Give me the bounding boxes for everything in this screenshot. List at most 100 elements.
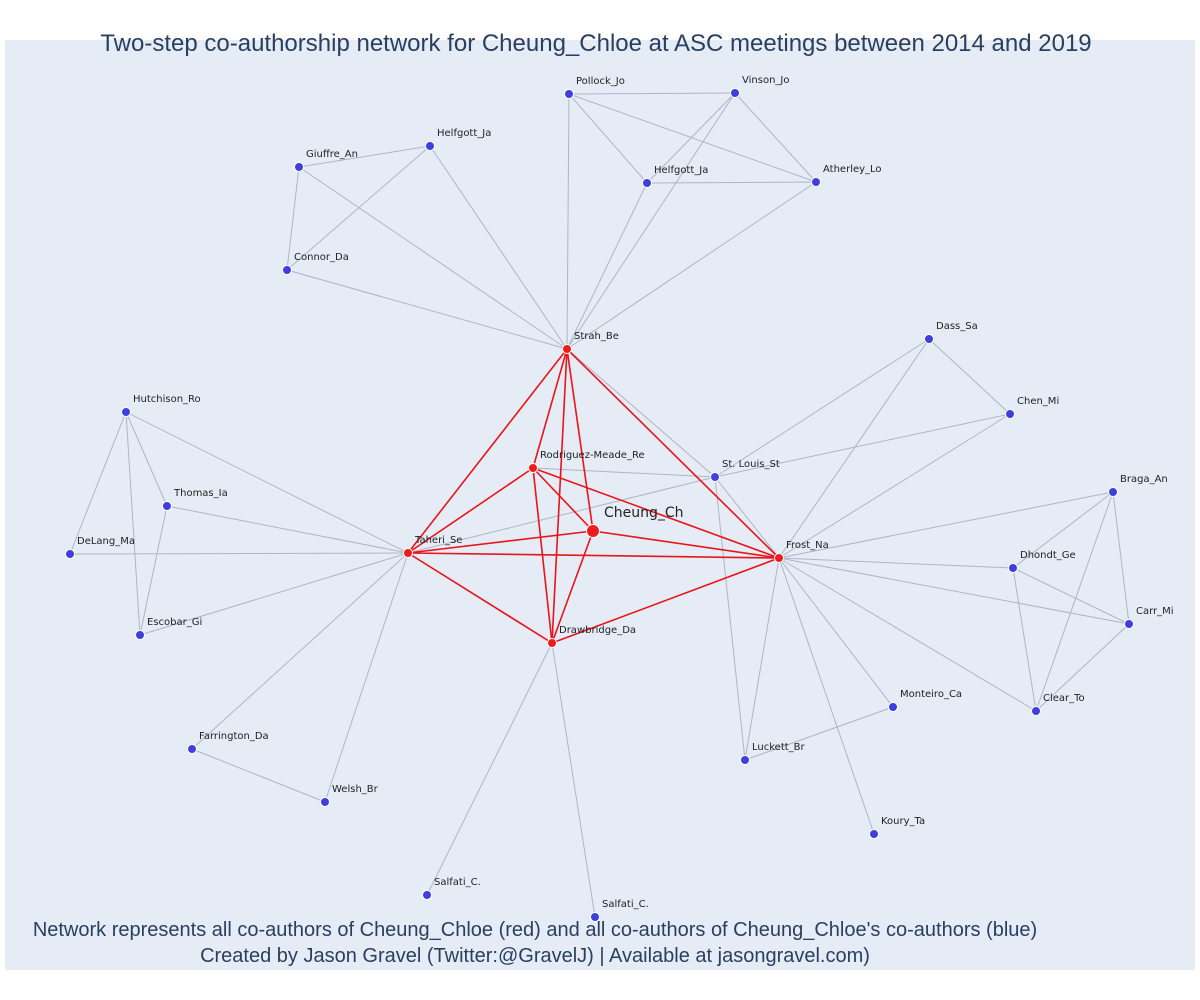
edge-strah-drawbridge (551, 348, 568, 644)
node-label-chen: Chen_Mi (1017, 396, 1059, 407)
node-salfati1[interactable] (422, 890, 432, 900)
node-label-frost: Frost_Na (786, 540, 829, 551)
node-label-helfgott2: Helfgott_Ja (654, 165, 708, 176)
edge-thomas-escobar (139, 505, 168, 636)
node-farrington[interactable] (187, 744, 197, 754)
node-hutchison[interactable] (121, 407, 131, 417)
edge-strah-pollock (566, 93, 570, 350)
node-label-delang: DeLang_Ma (77, 536, 135, 547)
node-label-salfati2: Salfati_C. (602, 899, 649, 910)
edge-rodriguez-frost (532, 467, 780, 559)
node-helfgott1[interactable] (425, 141, 435, 151)
node-label-connor: Connor_Da (294, 252, 349, 263)
node-stlouis[interactable] (710, 472, 720, 482)
node-dhondt[interactable] (1008, 563, 1018, 573)
node-atherley[interactable] (811, 177, 821, 187)
edge-cheung-frost (592, 530, 780, 559)
node-braga[interactable] (1108, 487, 1118, 497)
edge-pollock-helfgott2 (568, 93, 648, 184)
edge-stlouis-frost (714, 476, 780, 559)
footer-credit: Created by Jason Gravel (Twitter:@Gravel… (200, 945, 870, 967)
node-label-welsh: Welsh_Br (332, 784, 379, 795)
edge-hutchison-escobar (125, 411, 141, 636)
node-dass[interactable] (924, 334, 934, 344)
edge-stlouis-chen (714, 413, 1011, 478)
node-label-monteiro: Monteiro_Ca (900, 689, 962, 700)
node-helfgott2[interactable] (642, 178, 652, 188)
edge-frost-dhondt (778, 557, 1014, 569)
edge-stlouis-dass (714, 338, 930, 478)
edge-hutchison-delang (69, 411, 127, 555)
edge-strah-rodriguez (532, 348, 568, 469)
node-label-thomas: Thomas_Ia (173, 488, 228, 499)
edge-strah-stlouis (566, 348, 716, 478)
edge-cheung-rodriguez (532, 467, 594, 532)
node-label-luckett: Luckett_Br (752, 742, 806, 753)
node-label-helfgott1: Helfgott_Ja (437, 128, 491, 139)
node-label-drawbridge: Drawbridge_Da (559, 625, 636, 636)
node-frost[interactable] (774, 553, 784, 563)
edge-frost-koury (778, 557, 875, 835)
node-label-cheung: Cheung_Ch (604, 505, 684, 521)
node-luckett[interactable] (740, 755, 750, 765)
network-nodes (65, 88, 1134, 922)
edge-rodriguez-stlouis (532, 467, 716, 478)
chart-footer: Network represents all co-authors of Che… (0, 917, 1070, 969)
node-drawbridge[interactable] (547, 638, 557, 648)
node-connor[interactable] (282, 265, 292, 275)
node-label-vinson: Vinson_Jo (742, 75, 789, 86)
edge-strah-atherley (566, 181, 817, 350)
node-taheri[interactable] (403, 548, 413, 558)
edge-braga-dhondt (1012, 491, 1114, 569)
node-pollock[interactable] (564, 89, 574, 99)
edge-drawbridge-salfati1 (426, 642, 553, 896)
node-label-giuffre: Giuffre_An (306, 149, 358, 160)
edge-monteiro-luckett (744, 706, 894, 761)
edge-cheung-taheri (407, 530, 594, 554)
edge-vinson-helfgott2 (646, 92, 736, 184)
edge-taheri-welsh (324, 552, 409, 803)
node-cheung[interactable] (586, 524, 600, 538)
node-monteiro[interactable] (888, 702, 898, 712)
edge-taheri-farrington (191, 552, 409, 750)
node-welsh[interactable] (320, 797, 330, 807)
edge-dhondt-carr (1012, 567, 1130, 625)
edge-pollock-vinson (568, 92, 736, 95)
edge-taheri-hutchison (125, 411, 409, 554)
node-clear[interactable] (1031, 706, 1041, 716)
node-delang[interactable] (65, 549, 75, 559)
first-order-edges (407, 348, 780, 644)
second-order-edges (69, 92, 1130, 918)
node-label-clear: Clear_To (1043, 693, 1085, 704)
node-escobar[interactable] (135, 630, 145, 640)
edge-strah-vinson (566, 92, 736, 350)
edge-cheung-strah (566, 348, 594, 532)
node-rodriguez[interactable] (528, 463, 538, 473)
node-chen[interactable] (1005, 409, 1015, 419)
edge-helfgott1-connor (286, 145, 431, 271)
node-label-koury: Koury_Ta (881, 816, 925, 827)
edge-hutchison-thomas (125, 411, 168, 507)
node-strah[interactable] (562, 344, 572, 354)
node-label-dass: Dass_Sa (936, 321, 978, 332)
edge-frost-luckett (744, 557, 780, 761)
edge-strah-frost (566, 348, 780, 559)
node-carr[interactable] (1124, 619, 1134, 629)
node-koury[interactable] (869, 829, 879, 839)
edge-taheri-frost (407, 552, 780, 559)
edge-taheri-thomas (166, 505, 409, 554)
node-thomas[interactable] (162, 501, 172, 511)
node-label-hutchison: Hutchison_Ro (133, 394, 201, 405)
node-salfati2[interactable] (590, 912, 600, 922)
edge-vinson-atherley (734, 92, 817, 183)
edge-drawbridge-salfati2 (551, 642, 596, 918)
node-vinson[interactable] (730, 88, 740, 98)
edge-cheung-drawbridge (551, 530, 594, 644)
edge-braga-clear (1035, 491, 1114, 712)
node-label-taheri: Taheri_Se (414, 535, 462, 546)
edge-stlouis-luckett (714, 476, 746, 761)
node-giuffre[interactable] (294, 162, 304, 172)
edge-frost-chen (778, 413, 1011, 559)
footer-caption: Network represents all co-authors of Che… (32, 919, 1038, 941)
